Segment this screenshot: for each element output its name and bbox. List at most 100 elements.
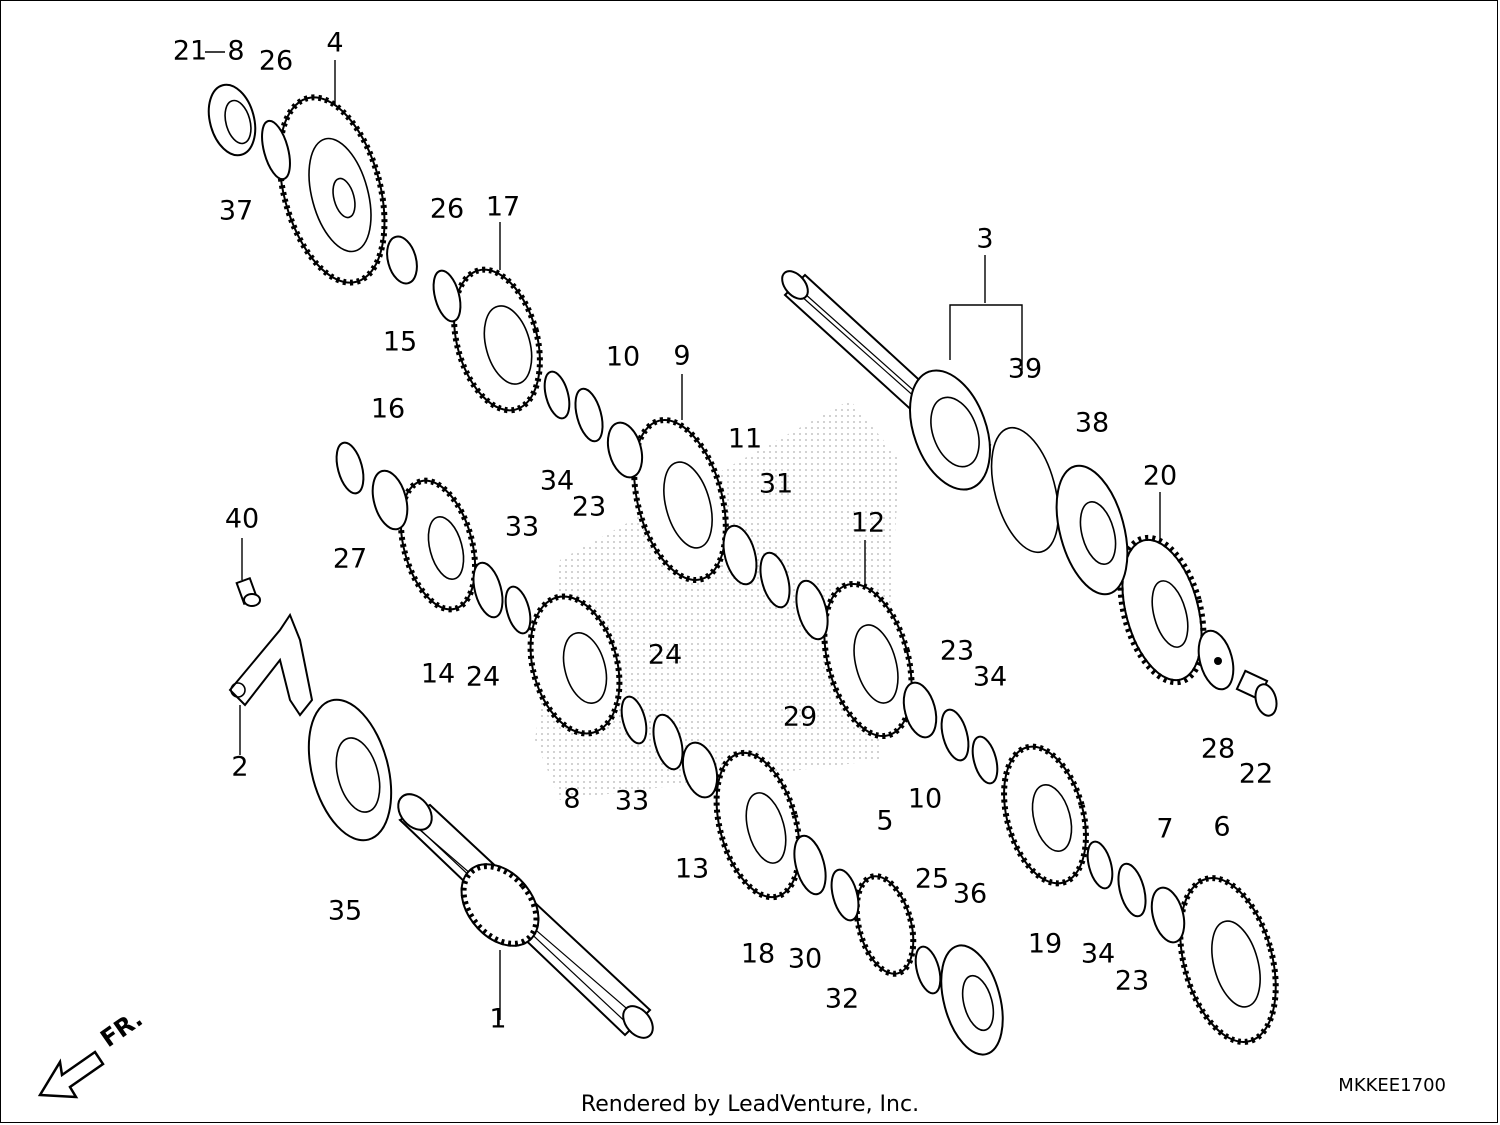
callout-23: 23: [940, 636, 974, 667]
bushing-13: [681, 741, 719, 799]
bearing-36: [940, 944, 1004, 1056]
washer-26b: [432, 269, 462, 323]
callout-13: 13: [675, 854, 709, 885]
callout-18: 18: [741, 939, 775, 970]
callout-4: 4: [326, 28, 343, 59]
callout-17: 17: [486, 192, 520, 223]
callout-34: 34: [540, 466, 574, 497]
callout-36: 36: [953, 879, 987, 910]
callout-8: 8: [563, 784, 580, 815]
gear-14: [397, 477, 479, 613]
callout-10: 10: [606, 342, 640, 373]
callout-16: 16: [371, 394, 405, 425]
gear-9: [631, 417, 729, 583]
callout-1: 1: [489, 1004, 506, 1035]
washer-23b: [940, 708, 970, 762]
callout-32: 32: [825, 984, 859, 1015]
callout-2: 2: [231, 752, 248, 783]
callout-39: 39: [1008, 354, 1042, 385]
diagram-code: MKKEE1700: [1338, 1075, 1446, 1096]
callout-25: 25: [915, 864, 949, 895]
gear-8: [527, 593, 623, 737]
callout-3: 3: [976, 224, 993, 255]
washer-28: [1197, 629, 1235, 691]
bushing-16: [371, 469, 409, 531]
callout-21: 21: [173, 36, 207, 67]
callout-38: 38: [1075, 408, 1109, 439]
callout-26: 26: [259, 46, 293, 77]
mainshaft: [397, 793, 654, 1039]
bracket-3: [949, 304, 1023, 370]
washer-30: [793, 834, 827, 896]
callout-28: 28: [1201, 734, 1235, 765]
callout-8: 8: [227, 36, 244, 67]
ring-25: [914, 945, 942, 995]
gear-12: [821, 580, 915, 740]
ring-34b: [971, 735, 999, 785]
bearing-37: [207, 83, 257, 157]
callout-27: 27: [333, 544, 367, 575]
seal-38: [1055, 464, 1129, 596]
ring-34c: [1086, 840, 1114, 890]
callout-22: 22: [1239, 759, 1273, 790]
gear-4: [276, 94, 388, 286]
washer-23a: [574, 387, 604, 443]
bearing-35: [307, 698, 393, 842]
ring-33a: [504, 585, 532, 635]
callout-20: 20: [1143, 461, 1177, 492]
ring-32: [830, 868, 860, 922]
callout-37: 37: [219, 196, 253, 227]
washer-24a: [472, 561, 504, 619]
washer-31: [759, 551, 791, 609]
callout-23: 23: [1115, 966, 1149, 997]
callout-34: 34: [973, 662, 1007, 693]
ring-34a: [543, 370, 571, 420]
washer-23c: [1117, 862, 1147, 918]
washer-29: [795, 579, 829, 641]
bushing-11: [722, 524, 758, 586]
callout-29: 29: [783, 702, 817, 733]
ring-33b: [620, 695, 648, 745]
callout-19: 19: [1028, 929, 1062, 960]
shift-arm-2: [228, 612, 314, 717]
callout-33: 33: [505, 512, 539, 543]
callout-9: 9: [673, 341, 690, 372]
callout-23: 23: [572, 492, 606, 523]
gear-6: [1177, 875, 1279, 1045]
callout-7: 7: [1156, 814, 1173, 845]
bushing-10a: [606, 421, 644, 479]
gear-18: [713, 749, 803, 901]
callout-12: 12: [851, 508, 885, 539]
ring-27: [335, 441, 365, 495]
callout-24: 24: [648, 640, 682, 671]
callout-34: 34: [1081, 939, 1115, 970]
bushing-15: [386, 235, 418, 285]
sprocket-20: [1117, 534, 1207, 686]
callout-40: 40: [225, 504, 259, 535]
bushing-10b: [902, 681, 938, 739]
callout-24: 24: [466, 662, 500, 693]
callout-14: 14: [421, 659, 455, 690]
bushing-7: [1150, 886, 1186, 944]
callout-6: 6: [1213, 812, 1230, 843]
oring-39: [990, 426, 1060, 554]
leader-lines: [205, 51, 1161, 1020]
washer-24b: [652, 713, 684, 771]
gear-5: [853, 873, 917, 977]
callout-15: 15: [383, 327, 417, 358]
callout-33: 33: [615, 786, 649, 817]
washer-26a: [261, 119, 291, 181]
callout-35: 35: [328, 896, 362, 927]
fr-label: FR.: [95, 1004, 147, 1052]
callout-31: 31: [759, 469, 793, 500]
callout-30: 30: [788, 944, 822, 975]
callout-10: 10: [908, 784, 942, 815]
callout-26: 26: [430, 194, 464, 225]
countershaft: [781, 270, 992, 491]
gear-17: [451, 266, 543, 414]
bolt-22: [1235, 669, 1278, 717]
bolt-40: [235, 576, 261, 607]
front-arrow-icon: FR.: [37, 1004, 148, 1099]
